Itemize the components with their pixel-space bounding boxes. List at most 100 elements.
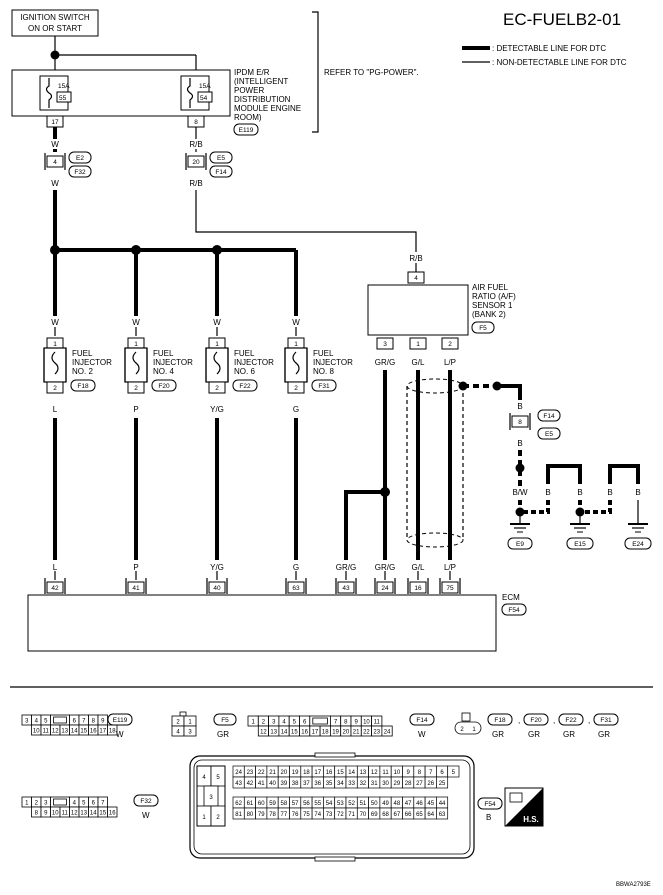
doc-code: BBWA2793E	[616, 882, 651, 888]
connector-pin: 5	[82, 801, 86, 807]
connector-pin: 29	[394, 781, 401, 787]
svg-text:F5: F5	[221, 717, 229, 724]
connector-color: GR	[563, 730, 575, 739]
ecm-box	[27, 594, 497, 652]
legend-non-detectable: : NON-DETECTABLE LINE FOR DTC	[492, 58, 627, 67]
connector-pin: 35	[326, 781, 333, 787]
svg-text:E15: E15	[574, 541, 586, 548]
connector-pin: 41	[258, 781, 265, 787]
connector-id-badge	[409, 713, 435, 726]
connector-color: W	[418, 730, 426, 739]
connector-pin: 3	[44, 801, 48, 807]
ecm-wire: P	[133, 563, 138, 572]
connector-pin: 1	[251, 720, 255, 726]
connector-pin: 46	[416, 801, 423, 807]
connector-pin: 5	[44, 719, 48, 725]
connector-pin: 81	[235, 812, 242, 818]
connector-pin: 42	[247, 781, 254, 787]
injector-pin: 2	[134, 385, 138, 392]
connector-pin: 5	[216, 775, 220, 781]
fuse-icon	[186, 78, 194, 108]
svg-text:E119: E119	[113, 717, 128, 724]
connector-pin: 4	[282, 720, 286, 726]
ground-badge-e9	[507, 537, 533, 550]
ecm-wire: Y/G	[210, 563, 224, 572]
injector-coil-icon	[132, 351, 140, 375]
connector-pin: 58	[281, 801, 288, 807]
connector-pin: 49	[382, 801, 389, 807]
connector-pin: 13	[360, 770, 367, 776]
connector-pin: 37	[303, 781, 310, 787]
ecm-wire: G/L	[412, 563, 425, 572]
ground-wire-b6: B	[635, 488, 640, 497]
connector-pin: 6	[73, 719, 77, 725]
left-branch-pin: 4	[53, 159, 57, 166]
svg-text:F32: F32	[74, 169, 86, 176]
connector-id-badge	[107, 713, 133, 726]
connector-pin: 43	[235, 781, 242, 787]
injector-conn-badge	[151, 379, 177, 392]
connector-pin: 18	[109, 729, 116, 735]
shield-top	[406, 378, 464, 394]
connector-pin: 9	[354, 720, 358, 726]
connector-pin: 25	[439, 781, 446, 787]
connector-pin: 12	[71, 811, 78, 817]
conn-badge-f5	[471, 321, 495, 334]
ecm-pin: 42	[51, 585, 59, 592]
af-label-4: (BANK 2)	[472, 310, 506, 319]
injector-coil-icon	[292, 351, 300, 375]
connector-pin: 24	[235, 770, 242, 776]
connector-pin: 75	[303, 812, 310, 818]
connector-pin: 15	[337, 770, 344, 776]
connector-pin: 21	[353, 730, 360, 736]
af-wire-grg: GR/G	[375, 358, 395, 367]
connector-pin: 7	[334, 720, 338, 726]
conn-badge-f54	[501, 603, 527, 616]
connector-pin: 31	[371, 781, 378, 787]
connector-pin: 59	[269, 801, 276, 807]
connector-pin: 9	[44, 811, 48, 817]
connector-pin: 3	[209, 795, 213, 801]
af-pin-3: 3	[383, 341, 387, 348]
connector-pin: 11	[62, 811, 69, 817]
svg-text:F5: F5	[479, 325, 487, 332]
connector-pin: 67	[394, 812, 401, 818]
connector-pin: 10	[363, 720, 370, 726]
af-pin-2: 2	[448, 341, 452, 348]
connector-pin: 53	[337, 801, 344, 807]
connector-pin: 52	[348, 801, 355, 807]
connector-pin: 10	[52, 811, 59, 817]
connector-pin: 39	[281, 781, 288, 787]
svg-text:F14: F14	[543, 413, 555, 420]
injector-name-1: FUEL	[72, 349, 93, 358]
connector-pin: 15	[291, 730, 298, 736]
connector-pin: 74	[314, 812, 321, 818]
connector-pin: 14	[90, 811, 97, 817]
connector-pin: 9	[406, 770, 410, 776]
svg-text:,: ,	[518, 716, 520, 725]
connector-pin: 3	[25, 719, 29, 725]
ipdm-label-1: IPDM E/R	[234, 68, 270, 77]
connector-pin: 5	[293, 720, 297, 726]
connector-id-badge	[593, 713, 619, 726]
ground-wire-b3: B	[545, 488, 550, 497]
conn-badge-f32	[68, 165, 92, 178]
injector-pin: 1	[134, 341, 138, 348]
ground-pin: 8	[518, 419, 522, 426]
ground-icon	[628, 523, 648, 533]
connector-pin: 21	[269, 770, 276, 776]
af-wire-lp: L/P	[444, 358, 456, 367]
injector-name-1: FUEL	[313, 349, 334, 358]
svg-text:F31: F31	[600, 717, 612, 724]
svg-text:E5: E5	[545, 431, 553, 438]
connector-pin: 1	[188, 720, 192, 726]
injector-name-3: NO. 2	[72, 367, 93, 376]
injector-name-1: FUEL	[234, 349, 255, 358]
ipdm-label-5: MODULE ENGINE	[234, 104, 301, 113]
injector-pin: 2	[215, 385, 219, 392]
connector-pin: 13	[80, 811, 87, 817]
connector-pin: 5	[452, 770, 456, 776]
injector-coil-icon	[51, 351, 59, 375]
